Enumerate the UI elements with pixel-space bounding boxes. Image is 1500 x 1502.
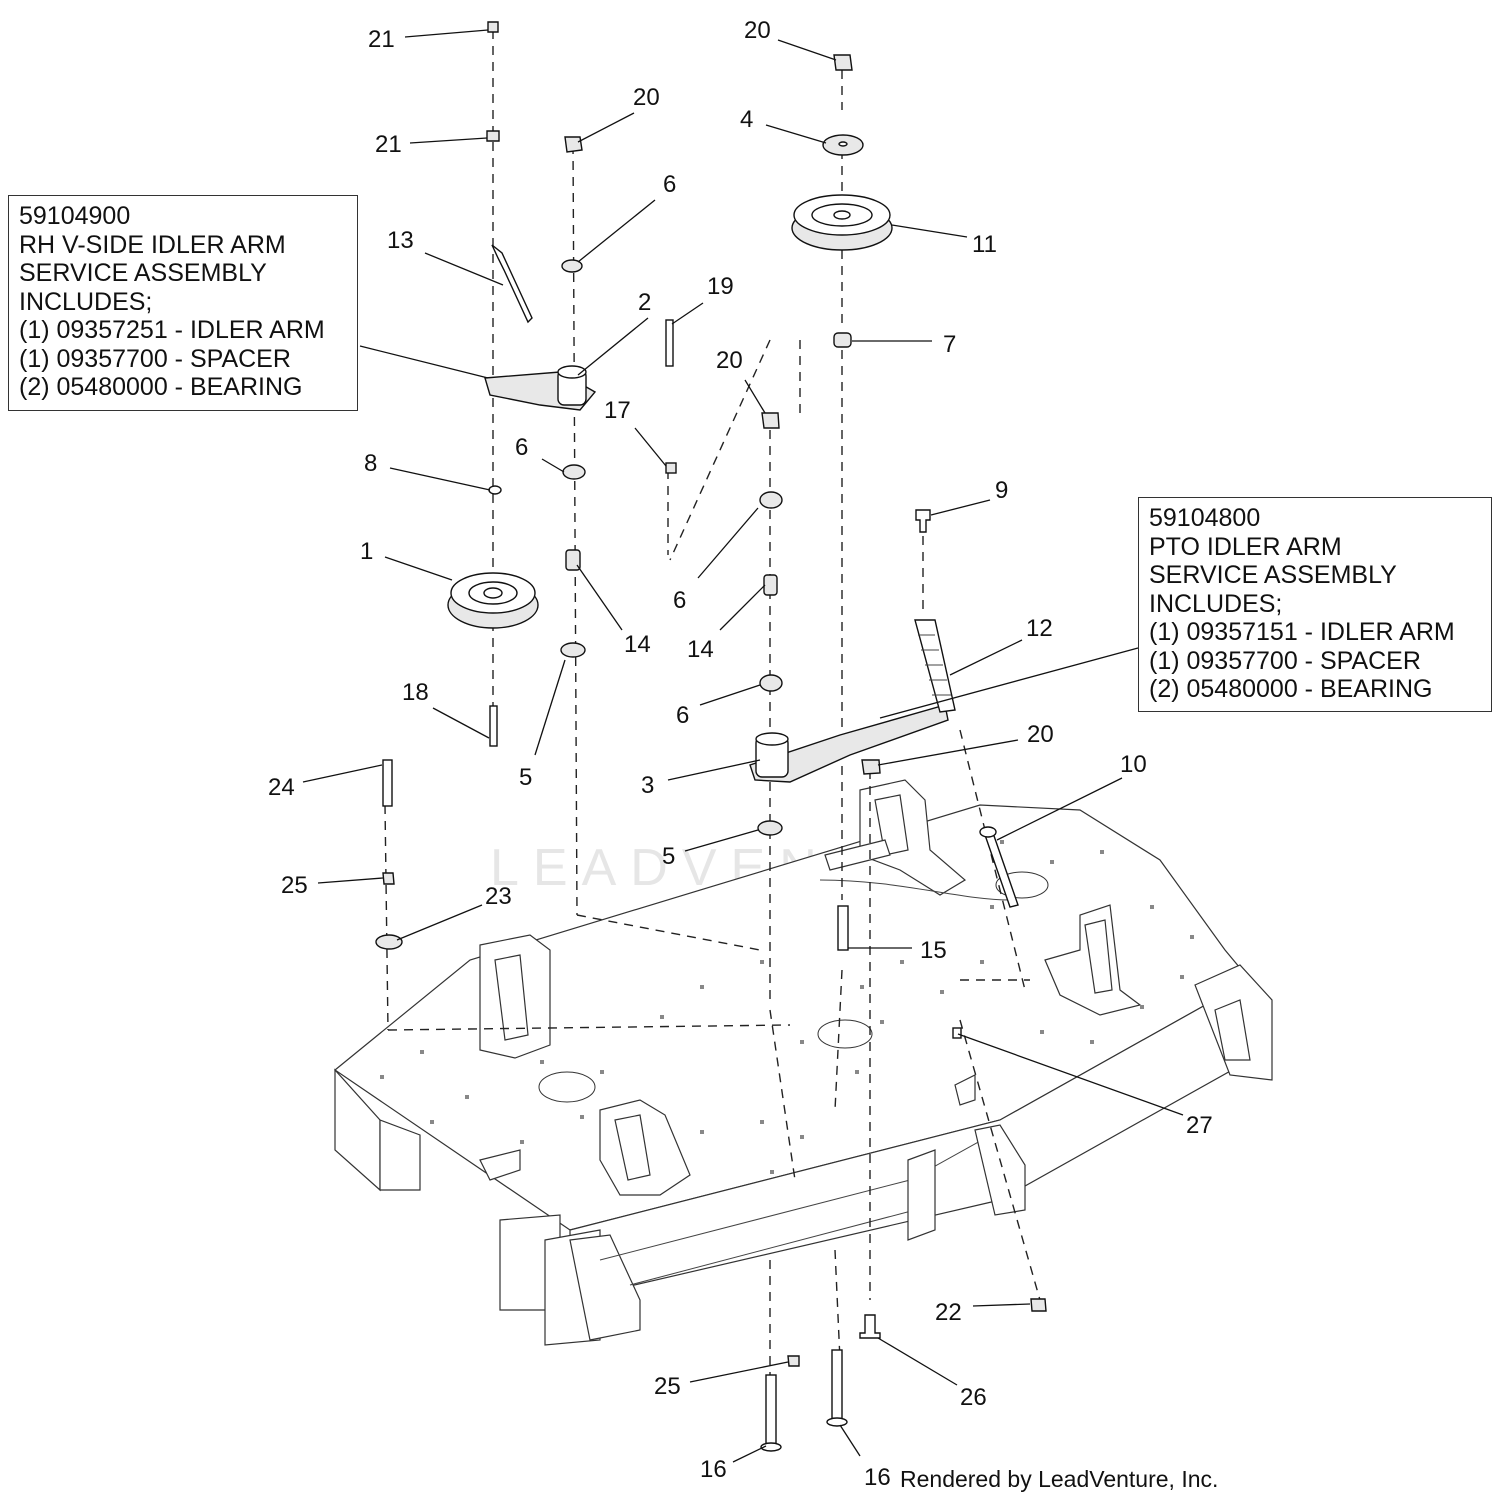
callout-20: 20 xyxy=(1027,721,1054,748)
part-25-nut-a xyxy=(382,872,395,885)
mower-deck xyxy=(333,779,1273,1346)
part-20-nut-d xyxy=(861,759,881,775)
part-20-nut-a xyxy=(564,136,583,153)
callout-14: 14 xyxy=(687,636,714,663)
part-25-nut-b xyxy=(787,1355,800,1367)
part-19-bolt xyxy=(665,319,674,367)
part-23-washer xyxy=(375,934,403,950)
assembly-subtitle: SERVICE ASSEMBLY xyxy=(19,259,267,287)
part-12-spring xyxy=(914,619,956,713)
part-8-clip xyxy=(488,485,502,495)
assembly-part-number: 59104800 xyxy=(1149,504,1261,532)
assembly-part-number: 59104900 xyxy=(19,202,131,230)
callout-26: 26 xyxy=(960,1384,987,1411)
assembly-includes: INCLUDES; xyxy=(19,287,153,316)
assembly-title: PTO IDLER ARM xyxy=(1149,532,1342,561)
part-13-spring xyxy=(491,244,533,324)
callout-5: 5 xyxy=(519,764,532,791)
part-22-nut xyxy=(1030,1298,1047,1312)
part-17-nut xyxy=(665,462,677,474)
callout-16: 16 xyxy=(864,1464,891,1491)
assembly-item: (1) 09357151 - IDLER ARM xyxy=(1149,618,1455,646)
callout-13: 13 xyxy=(387,227,414,254)
callout-1: 1 xyxy=(360,538,373,565)
part-16-bolt-a xyxy=(765,1374,777,1446)
hardware-parts xyxy=(375,21,1047,1452)
part-6-bearing-c xyxy=(759,491,783,509)
part-16-bolt-b xyxy=(831,1349,843,1421)
callout-27: 27 xyxy=(1186,1112,1213,1139)
callout-19: 19 xyxy=(707,273,734,300)
render-credit: Rendered by LeadVenture, Inc. xyxy=(900,1466,1219,1492)
callout-25: 25 xyxy=(654,1373,681,1400)
part-24-bolt xyxy=(382,759,393,807)
part-27-pin xyxy=(952,1027,962,1039)
part-6-bearing-b xyxy=(562,464,586,480)
callout-20: 20 xyxy=(744,17,771,44)
callout-10: 10 xyxy=(1120,751,1147,778)
callout-21: 21 xyxy=(375,131,402,158)
assembly-item: (1) 09357700 - SPACER xyxy=(19,344,291,373)
callout-6: 6 xyxy=(673,587,686,614)
callout-6: 6 xyxy=(676,702,689,729)
callout-20: 20 xyxy=(633,84,660,111)
callout-16: 16 xyxy=(700,1456,727,1483)
part-14-spacer-b xyxy=(763,574,778,596)
part-18-bolt xyxy=(489,705,498,747)
part-26-bolt xyxy=(859,1314,881,1339)
leader-lines xyxy=(302,29,1184,1463)
callout-20: 20 xyxy=(716,347,743,374)
callout-3: 3 xyxy=(641,772,654,799)
part-7-spacer xyxy=(833,332,852,348)
callout-6: 6 xyxy=(663,171,676,198)
part-9-shoulder-bolt xyxy=(915,509,931,533)
part-14-spacer-a xyxy=(565,549,581,571)
callout-14: 14 xyxy=(624,631,651,658)
rh-idler-arm-assembly-box: 59104900 RH V-SIDE IDLER ARM SERVICE ASS… xyxy=(8,195,358,411)
part-3-pto-idler-arm xyxy=(749,704,949,783)
part-6-bearing-a xyxy=(561,259,583,273)
callout-22: 22 xyxy=(935,1299,962,1326)
assembly-item: (2) 05480000 - BEARING xyxy=(19,373,303,401)
part-21-nut-top xyxy=(487,21,499,33)
callout-15: 15 xyxy=(920,937,947,964)
part-6-bearing-d xyxy=(759,674,783,692)
callout-17: 17 xyxy=(604,397,631,424)
callout-2: 2 xyxy=(638,289,651,316)
callout-labels: 21 21 20 20 20 20 4 11 6 6 6 6 13 2 19 7… xyxy=(268,17,1213,1491)
assembly-subtitle: SERVICE ASSEMBLY xyxy=(1149,561,1397,589)
assembly-title: RH V-SIDE IDLER ARM xyxy=(19,230,286,259)
pto-idler-arm-assembly-box: 59104800 PTO IDLER ARM SERVICE ASSEMBLY … xyxy=(1138,497,1492,712)
callout-18: 18 xyxy=(402,679,429,706)
part-5-washer-b xyxy=(757,820,783,836)
callout-21: 21 xyxy=(368,26,395,53)
part-20-nut-c xyxy=(761,412,780,429)
callout-23: 23 xyxy=(485,883,512,910)
callout-11: 11 xyxy=(972,231,997,258)
callout-25: 25 xyxy=(281,872,308,899)
callout-7: 7 xyxy=(943,331,956,358)
callout-24: 24 xyxy=(268,774,295,801)
callout-4: 4 xyxy=(740,106,753,133)
assembly-includes: INCLUDES; xyxy=(1149,589,1283,618)
part-20-nut-b xyxy=(833,54,853,71)
assembly-item: (1) 09357251 - IDLER ARM xyxy=(19,316,325,344)
part-15-pin xyxy=(837,905,849,951)
callout-12: 12 xyxy=(1026,615,1053,642)
part-5-washer-a xyxy=(560,642,586,658)
callout-5: 5 xyxy=(662,843,675,870)
part-21-nut-lower xyxy=(486,130,500,142)
assembly-item: (1) 09357700 - SPACER xyxy=(1149,646,1421,675)
callout-8: 8 xyxy=(364,450,377,477)
callout-6: 6 xyxy=(515,434,528,461)
callout-9: 9 xyxy=(995,477,1008,504)
assembly-item: (2) 05480000 - BEARING xyxy=(1149,675,1433,703)
